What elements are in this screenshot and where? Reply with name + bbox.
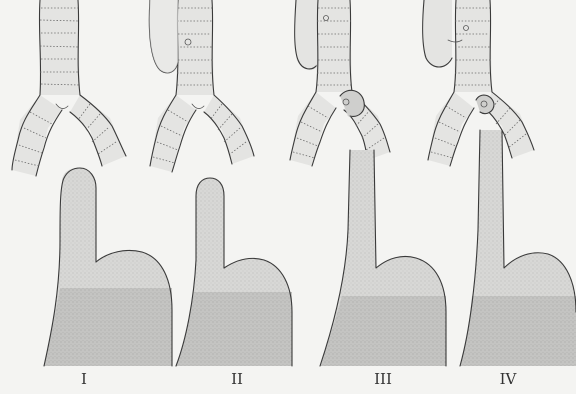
- carina: [192, 104, 204, 109]
- upper-pouch: [424, 0, 452, 67]
- right-bronchus: [70, 95, 126, 166]
- left-bronchus: [428, 92, 474, 166]
- left-bronchus: [150, 95, 196, 172]
- trachea: [448, 0, 492, 92]
- esophagus-and-stomach: [460, 130, 576, 366]
- esophagus-and-stomach: [320, 150, 446, 366]
- panel-1: I: [12, 0, 172, 388]
- right-bronchus: [204, 95, 254, 164]
- esophagus-and-stomach: [44, 168, 172, 366]
- panel-2-label: II: [231, 370, 243, 388]
- panel-3-label: III: [374, 370, 392, 388]
- upper-pouch: [296, 0, 318, 70]
- esophagus-and-stomach: [176, 178, 292, 366]
- panel-1-label: I: [81, 370, 87, 388]
- panel-3: III: [290, 0, 446, 388]
- left-bronchus: [12, 95, 62, 176]
- left-bronchus: [290, 92, 336, 166]
- trachea: [149, 0, 214, 95]
- trachea: [39, 0, 80, 95]
- panel-4-label: IV: [500, 370, 518, 388]
- trachea: [316, 0, 352, 92]
